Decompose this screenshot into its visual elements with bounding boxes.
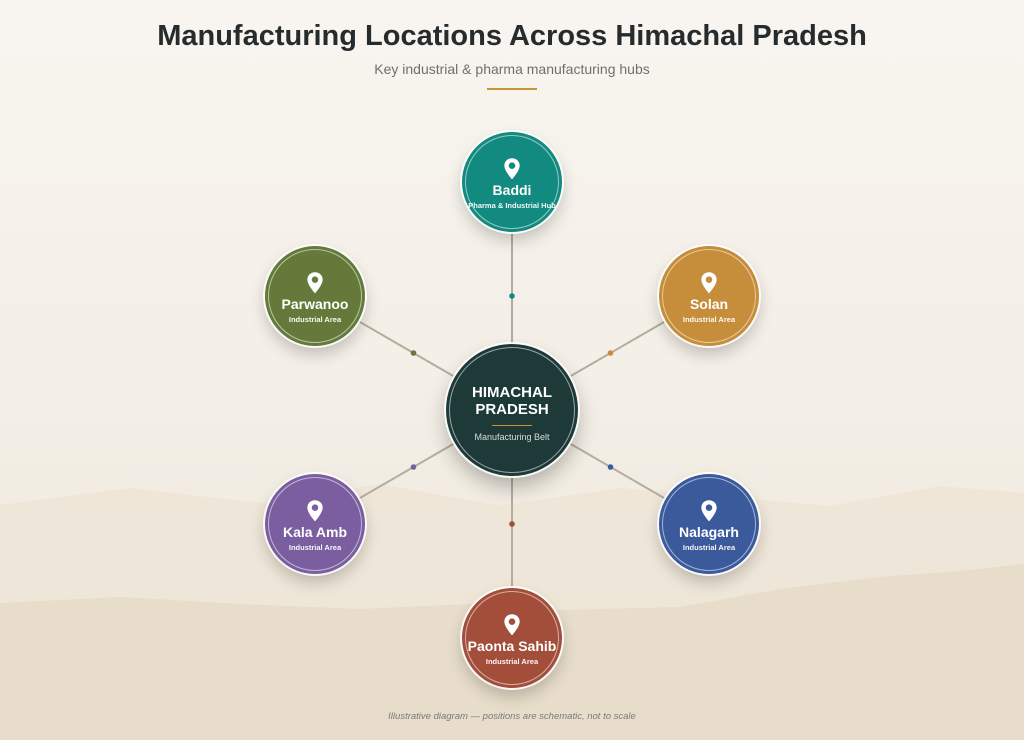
location-pin-icon: [504, 157, 520, 179]
hub-name: HIMACHAL PRADESH: [472, 384, 552, 418]
location-pin-icon: [701, 271, 717, 293]
location-name: Baddi: [492, 181, 532, 198]
location-type: Industrial Area: [682, 314, 736, 324]
location-type: Pharma & Industrial Hub: [468, 200, 556, 210]
hub-subtitle: Manufacturing Belt: [474, 432, 550, 442]
connector-dot-solan: [607, 350, 614, 356]
location-pin-icon: [307, 271, 323, 293]
page-title: Manufacturing Locations Across Himachal …: [157, 20, 867, 52]
connector-dot-baddi: [509, 293, 515, 299]
location-name: Parwanoo: [281, 295, 349, 312]
location-type: Industrial Area: [288, 542, 342, 552]
location-name: Solan: [689, 295, 729, 312]
location-name: Kala Amb: [282, 523, 348, 540]
connector-dot-nalagarh: [607, 464, 614, 470]
location-name: Paonta Sahib: [467, 637, 557, 654]
hub-node: HIMACHAL PRADESH Manufacturing Belt: [446, 344, 578, 476]
location-type: Industrial Area: [288, 314, 342, 324]
location-pin-icon: [307, 499, 323, 521]
connector-dot-parwanoo: [410, 350, 417, 356]
location-name: Nalagarh: [679, 523, 739, 540]
footer-note: Illustrative diagram — positions are sch…: [388, 711, 636, 722]
location-type: Industrial Area: [485, 656, 539, 666]
location-pin-icon: [701, 499, 717, 521]
hub-divider: [492, 425, 532, 426]
location-type: Industrial Area: [682, 542, 736, 552]
connector-dot-kala-amb: [410, 464, 417, 470]
location-pin-icon: [504, 613, 520, 635]
connector-dot-paonta-sahib: [509, 521, 515, 527]
page-subtitle: Key industrial & pharma manufacturing hu…: [374, 61, 650, 77]
title-divider: [487, 88, 537, 90]
